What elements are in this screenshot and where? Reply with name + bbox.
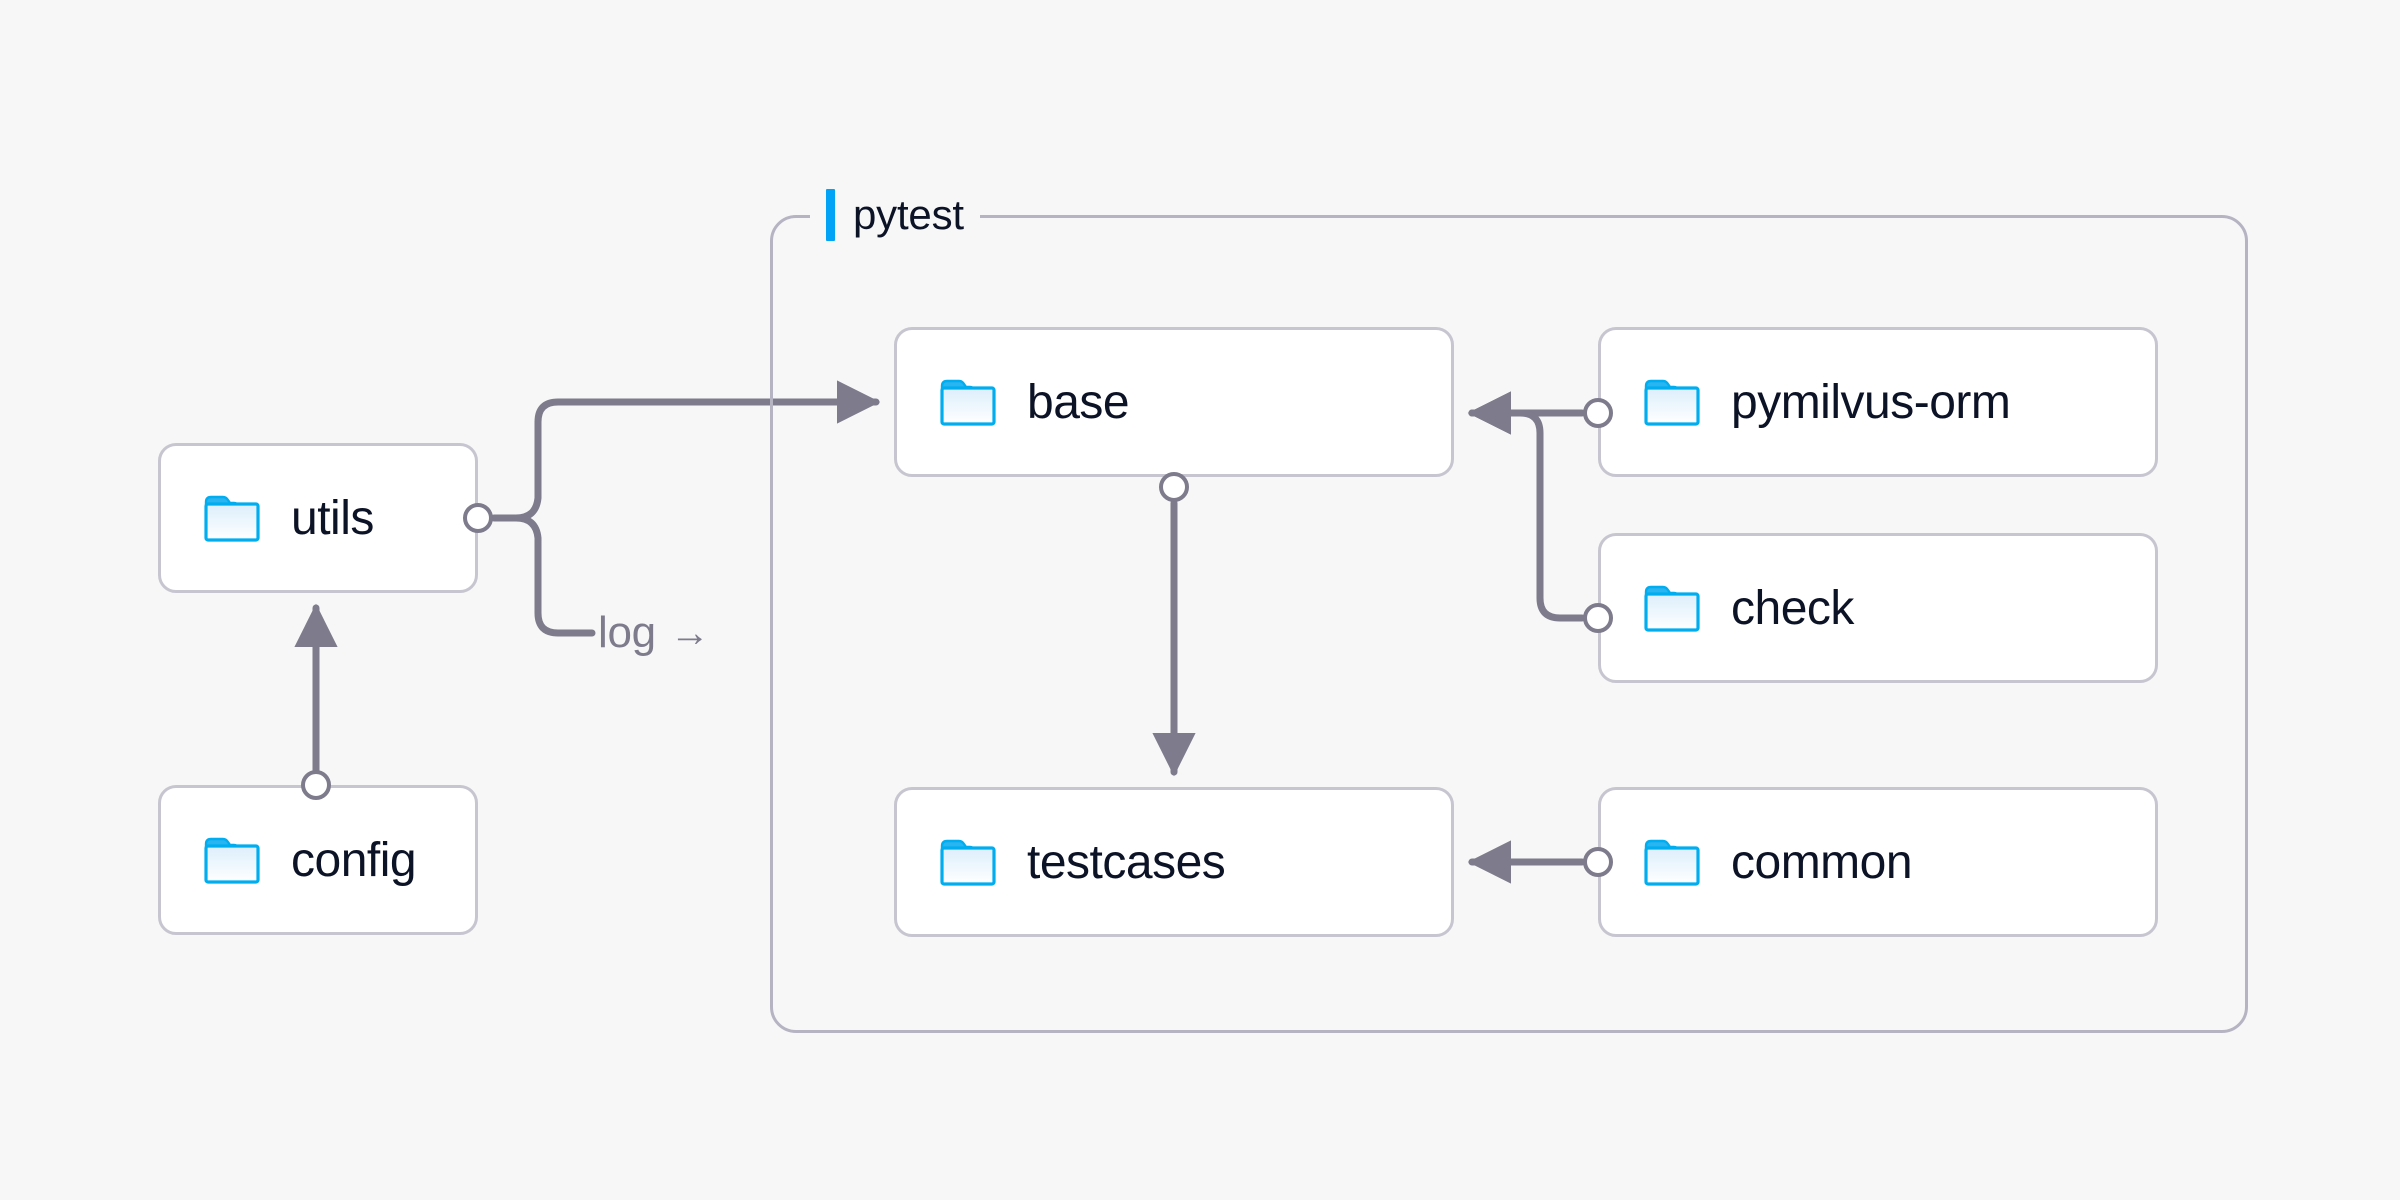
folder-icon	[940, 839, 996, 886]
node-check[interactable]: check	[1598, 533, 2158, 683]
folder-icon	[204, 495, 260, 542]
folder-icon	[1644, 839, 1700, 886]
node-label-common: common	[1731, 835, 1913, 889]
node-pymilvus-orm[interactable]: pymilvus-orm	[1598, 327, 2158, 477]
arrow-right-icon: →	[669, 611, 710, 655]
folder-icon	[1644, 379, 1700, 426]
node-label-pymilvus-orm: pymilvus-orm	[1731, 375, 2011, 429]
node-utils[interactable]: utils	[158, 443, 478, 593]
port-config-top[interactable]	[301, 770, 331, 800]
port-check-left[interactable]	[1583, 603, 1613, 633]
node-config[interactable]: config	[158, 785, 478, 935]
node-label-testcases: testcases	[1027, 835, 1226, 889]
node-label-base: base	[1027, 375, 1130, 429]
group-accent-bar	[826, 189, 835, 241]
folder-icon	[1644, 585, 1700, 632]
edge-label-log-text: log	[598, 608, 656, 657]
port-pymilvus-left[interactable]	[1583, 398, 1613, 428]
edge-label-log: log →	[598, 608, 710, 658]
group-label-text: pytest	[853, 191, 964, 238]
node-label-check: check	[1731, 581, 1854, 635]
wire-utils-to-log	[512, 514, 596, 637]
node-base[interactable]: base	[894, 327, 1454, 477]
group-label-pytest: pytest	[810, 186, 980, 244]
port-common-left[interactable]	[1583, 847, 1613, 877]
folder-icon	[940, 379, 996, 426]
node-label-utils: utils	[291, 491, 374, 545]
group-container-pytest	[770, 215, 2248, 1033]
node-testcases[interactable]: testcases	[894, 787, 1454, 937]
folder-icon	[204, 837, 260, 884]
node-common[interactable]: common	[1598, 787, 2158, 937]
port-base-bottom[interactable]	[1159, 472, 1189, 502]
node-label-config: config	[291, 833, 417, 887]
port-utils-right[interactable]	[463, 503, 493, 533]
